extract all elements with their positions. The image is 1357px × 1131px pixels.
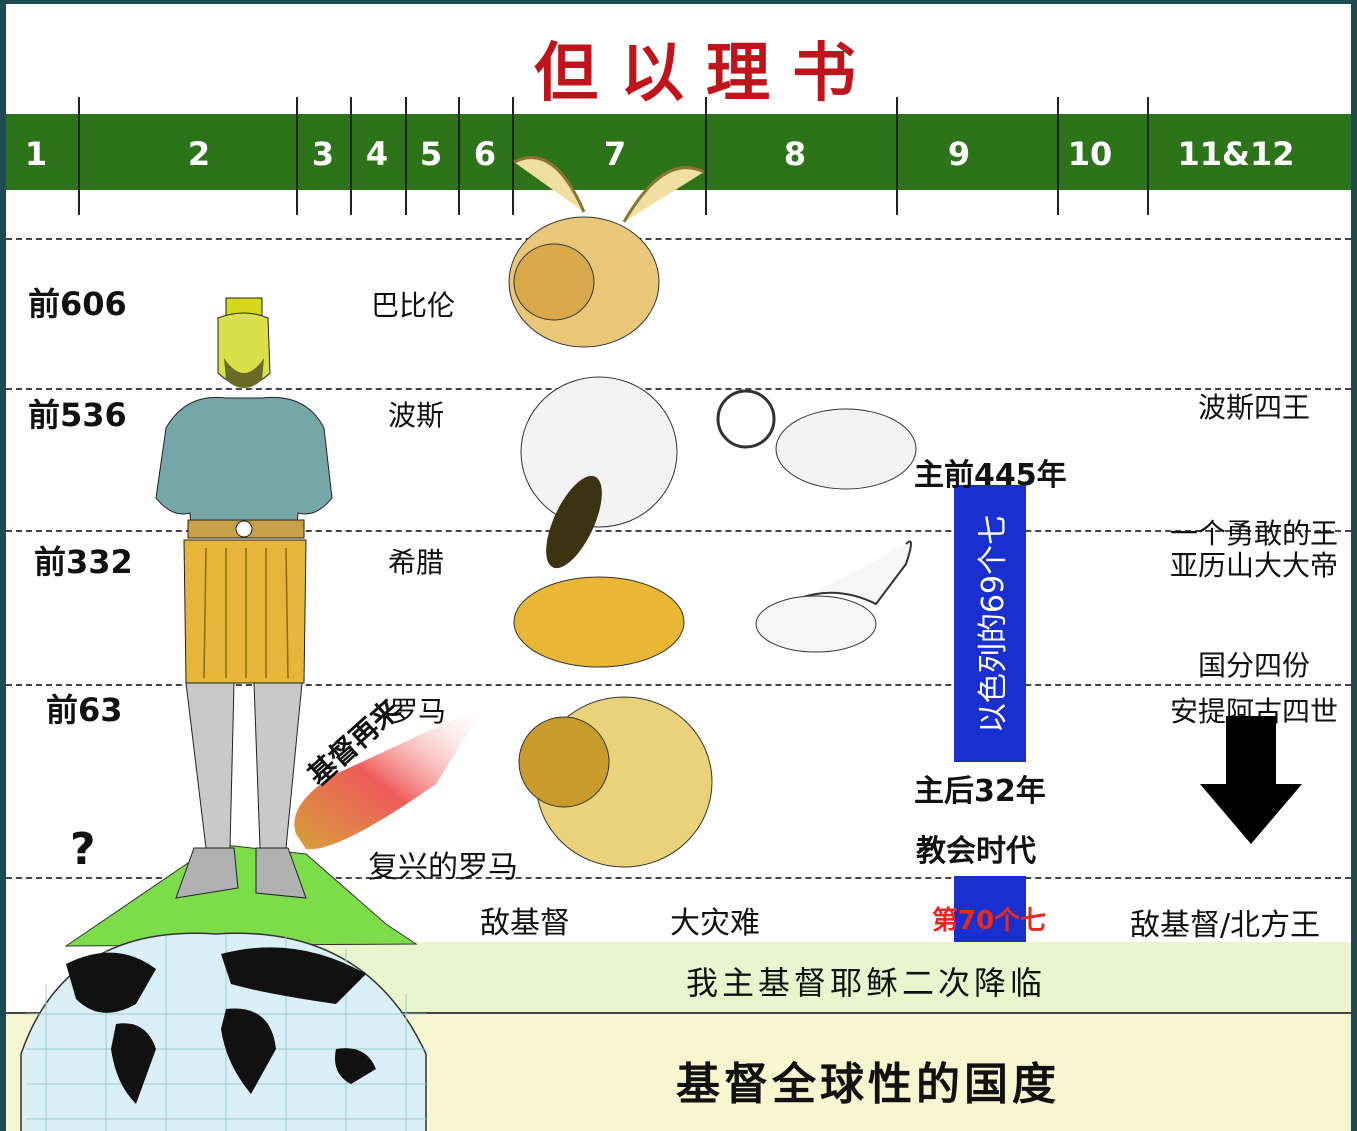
year-606bc: 前606 (28, 285, 127, 323)
year-63bc: 前63 (46, 691, 123, 729)
chapter-3: 3 (311, 135, 335, 173)
brave-king-label: 一个勇敢的王 (1170, 517, 1339, 550)
second-coming-band (306, 942, 1351, 1012)
chapter-10: 10 (1067, 135, 1113, 173)
down-arrow-icon (1200, 716, 1302, 844)
persian-kings-label: 波斯四王 (1198, 391, 1311, 424)
seventieth-week-bar (954, 876, 1026, 942)
chapter-divider (350, 97, 352, 215)
kingdom-label: 基督全球性的国度 (676, 1059, 1060, 1110)
antichrist-label: 敌基督 (480, 906, 570, 941)
kingdom-divided-label: 国分四份 (1198, 649, 1311, 682)
sixty-nine-weeks-bar (954, 485, 1026, 762)
chapter-11-12: 11&12 (1177, 135, 1295, 173)
end-32ad-label: 主后32年 (914, 774, 1046, 809)
chapter-8: 8 (783, 135, 807, 173)
statue-illustration (155, 297, 333, 899)
antichrist-north-label: 敌基督/北方王 (1130, 908, 1321, 943)
chapter-5: 5 (419, 135, 443, 173)
era-divider (6, 530, 1351, 532)
era-divider (6, 388, 1351, 390)
daniel-chart: 但以理书 1 2 3 4 5 6 7 8 9 10 11&12 (6, 4, 1351, 1131)
start-445bc-label: 主前445年 (914, 458, 1067, 493)
chapter-6: 6 (473, 135, 497, 173)
chapter-4: 4 (365, 135, 389, 173)
empire-revived-rome: 复兴的罗马 (368, 850, 518, 885)
page-title: 但以理书 (534, 36, 878, 111)
chapter-divider (458, 97, 460, 215)
chapter-divider (1057, 97, 1059, 215)
empire-rome: 罗马 (390, 695, 447, 728)
chapter-7: 7 (603, 135, 627, 173)
chapter-1: 1 (24, 135, 48, 173)
chapter-divider (405, 97, 407, 215)
unknown-mark: ? (70, 824, 96, 875)
year-536bc: 前536 (28, 396, 127, 434)
empire-babylon: 巴比伦 (371, 289, 456, 322)
era-divider (6, 238, 1351, 240)
second-coming-label: 我主基督耶稣二次降临 (686, 964, 1047, 1002)
empire-greece: 希腊 (388, 546, 445, 579)
sixty-nine-weeks-label: 以色列的69个七 (976, 514, 1011, 734)
chapter-divider (512, 97, 514, 215)
empire-persia: 波斯 (388, 399, 445, 432)
chapter-divider (78, 97, 80, 215)
meteor-illustration (294, 704, 486, 850)
era-divider (6, 684, 1351, 686)
chapter-divider (896, 97, 898, 215)
alexander-label: 亚历山大大帝 (1170, 549, 1339, 582)
chapter-divider (1147, 97, 1149, 215)
year-332bc: 前332 (34, 543, 133, 581)
era-divider (6, 877, 1351, 879)
ram-goat-illustration (716, 389, 917, 653)
chapter-divider (296, 97, 298, 215)
chapter-divider (705, 97, 707, 215)
seventieth-week-label: 第70个七 (932, 906, 1047, 936)
tribulation-label: 大灾难 (670, 906, 760, 941)
globe-illustration (20, 843, 427, 1131)
chapter-2: 2 (187, 135, 211, 173)
church-age-label: 教会时代 (916, 834, 1036, 869)
beasts-illustration (508, 156, 713, 868)
chapter-9: 9 (947, 135, 971, 173)
